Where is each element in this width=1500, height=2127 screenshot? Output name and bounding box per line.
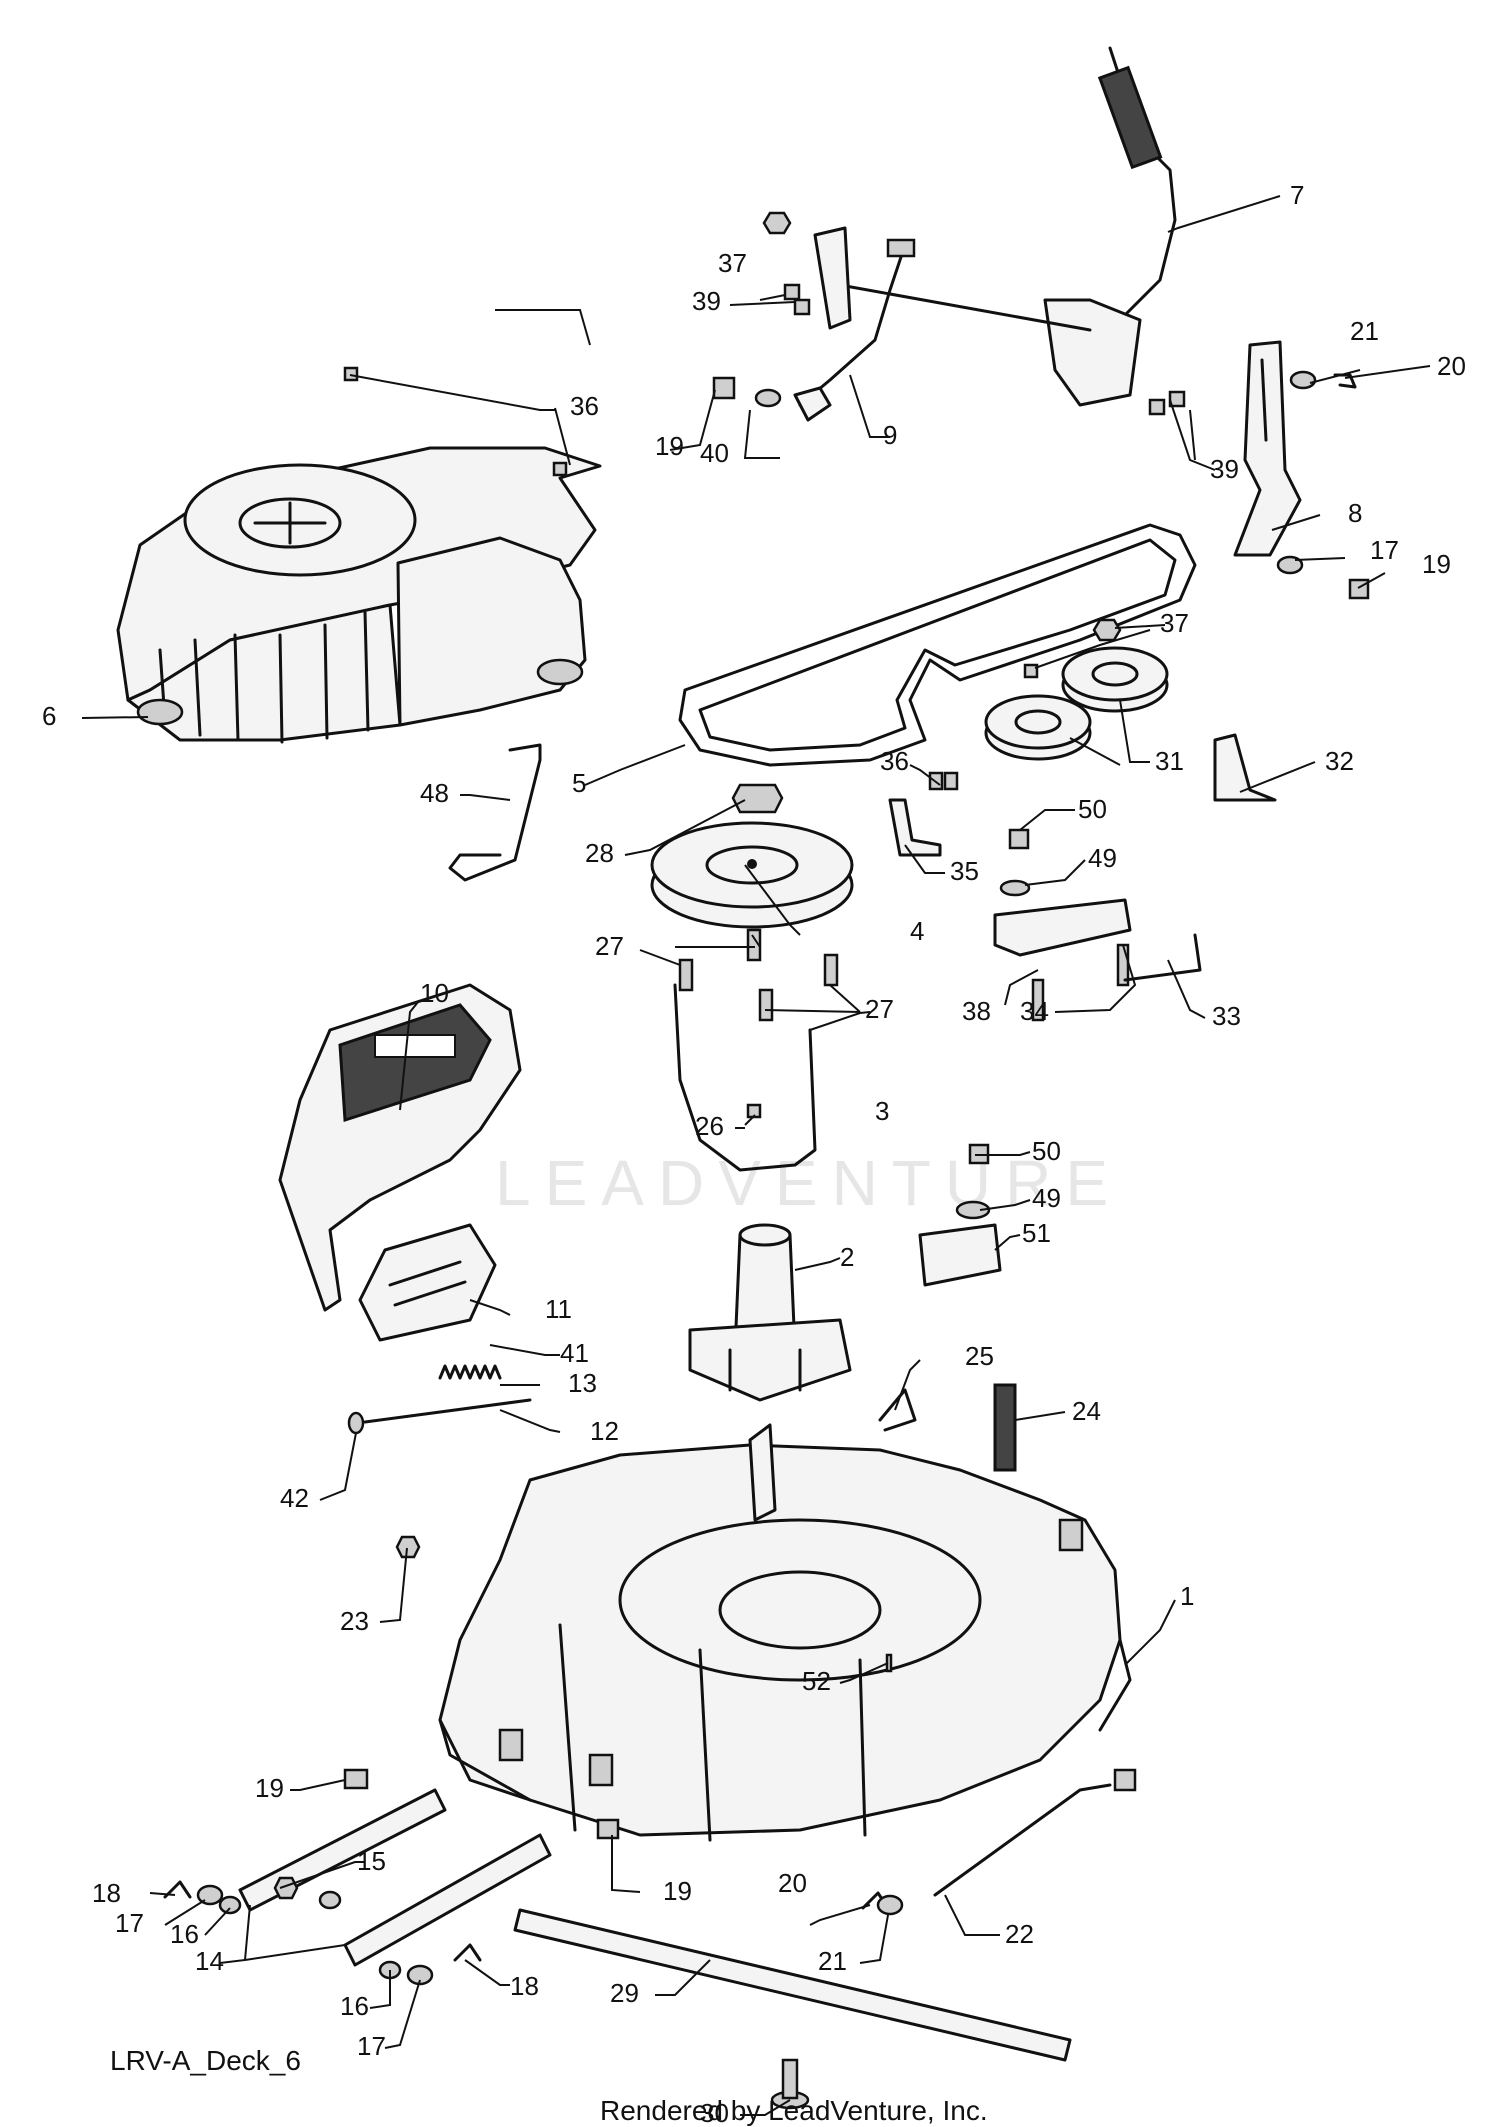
- deck-rod-part: [448, 743, 542, 882]
- callout-27a: 27: [595, 931, 624, 961]
- belt-cover-part: [116, 446, 602, 744]
- callout-39b: 39: [1210, 454, 1239, 484]
- callout-17c: 17: [357, 2031, 386, 2061]
- callout-19a: 19: [655, 431, 684, 461]
- pivot-rod-part: [363, 1398, 532, 1424]
- discharge-chute-part: [278, 983, 522, 1312]
- mower-deck-housing-part: [438, 1423, 1132, 1842]
- callout-37b: 37: [1160, 608, 1189, 638]
- spindle-nut-part: [731, 783, 784, 814]
- callout-50a: 50: [1078, 794, 1107, 824]
- callout-16b: 16: [340, 1991, 369, 2021]
- callout-15: 15: [357, 1846, 386, 1876]
- mandrel-pulley-part: [650, 821, 854, 929]
- callout-51: 51: [1022, 1218, 1051, 1248]
- callout-30: 30: [700, 2098, 729, 2127]
- deck-lift-lever-part: [813, 46, 1177, 407]
- drive-belt-part: [678, 523, 1197, 767]
- callout-28: 28: [585, 838, 614, 868]
- callout-49b: 49: [1032, 1183, 1061, 1213]
- lift-link-part: [793, 238, 916, 422]
- callout-18a: 18: [92, 1878, 121, 1908]
- callout-18b: 18: [510, 1971, 539, 2001]
- callout-26: 26: [695, 1111, 724, 1141]
- extension-spring-part: [993, 1383, 1017, 1472]
- callout-25: 25: [965, 1341, 994, 1371]
- callout-38: 38: [962, 996, 991, 1026]
- callout-8: 8: [1348, 498, 1362, 528]
- callout-17b: 17: [115, 1908, 144, 1938]
- watermark: LEADVENTURE: [495, 1147, 1122, 1219]
- callout-3: 3: [875, 1096, 889, 1126]
- callout-11: 11: [545, 1294, 572, 1324]
- callout-33: 33: [1212, 1001, 1241, 1031]
- hardware-parts: [163, 211, 1370, 1986]
- callout-9: 9: [883, 420, 897, 450]
- shield-bracket-part: [918, 1223, 1002, 1287]
- callout-48: 48: [420, 778, 449, 808]
- callout-7: 7: [1290, 180, 1304, 210]
- callout-37a: 37: [718, 248, 747, 278]
- hairpin-part: [878, 1388, 917, 1432]
- callout-41: 41: [560, 1338, 589, 1368]
- callout-19d: 19: [663, 1876, 692, 1906]
- callout-39a: 39: [692, 286, 721, 316]
- height-bracket-part: [1233, 340, 1302, 557]
- mower-blade-part: [513, 1908, 1072, 2062]
- torsion-spring-part: [438, 1364, 502, 1380]
- callout-35: 35: [950, 856, 979, 886]
- callout-14: 14: [195, 1946, 224, 1976]
- idler-pulleys-part: [984, 646, 1169, 761]
- callout-50b: 50: [1032, 1136, 1061, 1166]
- leader-lines: [81, 195, 1431, 2116]
- callout-5: 5: [572, 768, 586, 798]
- callout-23: 23: [340, 1606, 369, 1636]
- callout-31: 31: [1155, 746, 1184, 776]
- callout-24: 24: [1072, 1396, 1101, 1426]
- deck-link-rod-part: [933, 1783, 1112, 1897]
- callout-17a: 17: [1370, 535, 1399, 565]
- callout-49a: 49: [1088, 843, 1117, 873]
- render-credit-caption: Rendered by LeadVenture, Inc.: [600, 2095, 988, 2126]
- callout-16a: 16: [170, 1919, 199, 1949]
- diagram-id-caption: LRV-A_Deck_6: [110, 2045, 301, 2076]
- callout-27b: 27: [865, 994, 894, 1024]
- callout-10: 10: [420, 978, 449, 1008]
- callout-21b: 21: [818, 1946, 847, 1976]
- callout-40: 40: [700, 438, 729, 468]
- callout-19b: 19: [1422, 549, 1451, 579]
- callout-1: 1: [1180, 1581, 1194, 1611]
- callout-34: 34: [1020, 996, 1049, 1026]
- callout-20a: 20: [1437, 351, 1466, 381]
- callout-22: 22: [1005, 1919, 1034, 1949]
- rear-deck-rod-part: [673, 983, 817, 1172]
- callout-36b: 36: [880, 746, 909, 776]
- callout-19c: 19: [255, 1773, 284, 1803]
- rear-arm-part: [343, 1833, 552, 1967]
- callout-36a: 36: [570, 391, 599, 421]
- front-arm-part: [238, 1788, 447, 1912]
- callout-20b: 20: [778, 1868, 807, 1898]
- callout-42: 42: [280, 1483, 309, 1513]
- callout-2: 2: [840, 1242, 854, 1272]
- callout-21a: 21: [1350, 316, 1379, 346]
- callout-4: 4: [910, 916, 924, 946]
- callout-12: 12: [590, 1416, 619, 1446]
- callout-32: 32: [1325, 746, 1354, 776]
- callout-numbers: 1 2 3 4 5 6 7 8 9 10 11 12 13 14 15 16 1…: [42, 180, 1466, 2127]
- callout-52: 52: [802, 1666, 831, 1696]
- callout-13: 13: [568, 1368, 597, 1398]
- callout-29: 29: [610, 1978, 639, 2008]
- callout-6: 6: [42, 701, 56, 731]
- deflector-part: [358, 1223, 497, 1342]
- spindle-assembly-part: [688, 1223, 852, 1402]
